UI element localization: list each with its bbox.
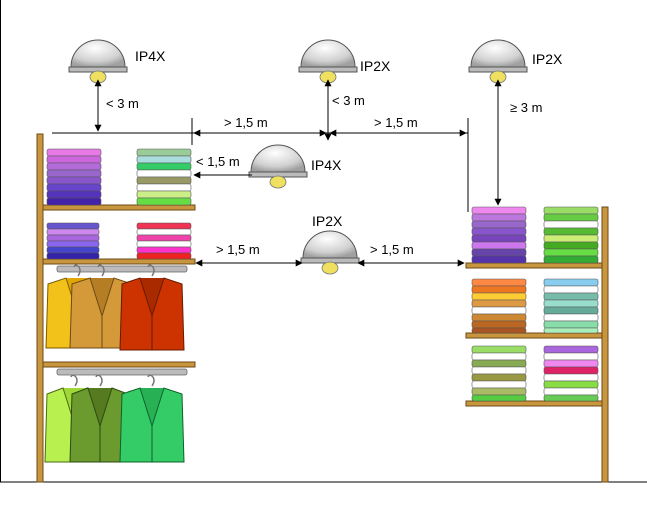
lamp-top-right: IP2X [468,39,563,84]
right-shelf-3 [465,400,603,407]
right-stack-1a [471,206,527,264]
dimension-right-vertical-label: ≥ 3 m [510,100,542,115]
lamp-top-center-rating: IP2X [360,58,391,74]
right-shelf-2 [465,332,603,339]
dimension-middle-right-label: > 1,5 m [370,242,414,257]
clothes-rail-2 [56,368,188,376]
dimension-top-horizontal-left-label: > 1,5 m [224,115,268,130]
dimension-side-shelf-label: < 1,5 m [196,154,240,169]
jackets-row-1 [45,264,185,351]
folded-stack-middle-right [136,222,192,260]
dimension-top-horizontal-right-label: > 1,5 m [374,115,418,130]
right-shelving-unit [465,206,609,483]
right-stack-3b [543,345,599,402]
lamp-side-shelf-rating: IP4X [311,157,342,173]
right-stack-2a [471,278,527,334]
lamp-top-center: IP2X [298,39,391,84]
lamp-top-left: IP4X [68,39,166,84]
right-stack-1b [543,206,599,264]
right-stack-2b [543,278,599,334]
right-upright [601,206,609,483]
left-shelf-1 [42,204,196,211]
lamp-top-right-rating: IP2X [532,51,563,67]
folded-stack-top-left [46,148,102,206]
lamp-middle-rating: IP2X [312,213,343,229]
clothes-rail-1 [56,265,188,273]
lamp-top-left-rating: IP4X [135,48,166,64]
folded-stack-middle-left [46,222,100,260]
right-shelf-1 [465,262,603,269]
left-shelf-2 [42,258,196,265]
jackets-row-2 [44,374,185,463]
left-shelving-unit [36,133,196,483]
left-shelf-3 [42,361,196,368]
lamp-side-shelf: IP4X [248,144,342,189]
folded-stack-top-right [136,148,192,206]
lamp-middle: IP2X [300,213,360,275]
right-stack-3a [471,345,527,402]
left-upright [36,133,44,483]
dimension-center-vertical-label: < 3 m [332,93,365,108]
dimension-left-vertical-label: < 3 m [106,96,139,111]
dimension-middle-left-label: > 1,5 m [216,242,260,257]
